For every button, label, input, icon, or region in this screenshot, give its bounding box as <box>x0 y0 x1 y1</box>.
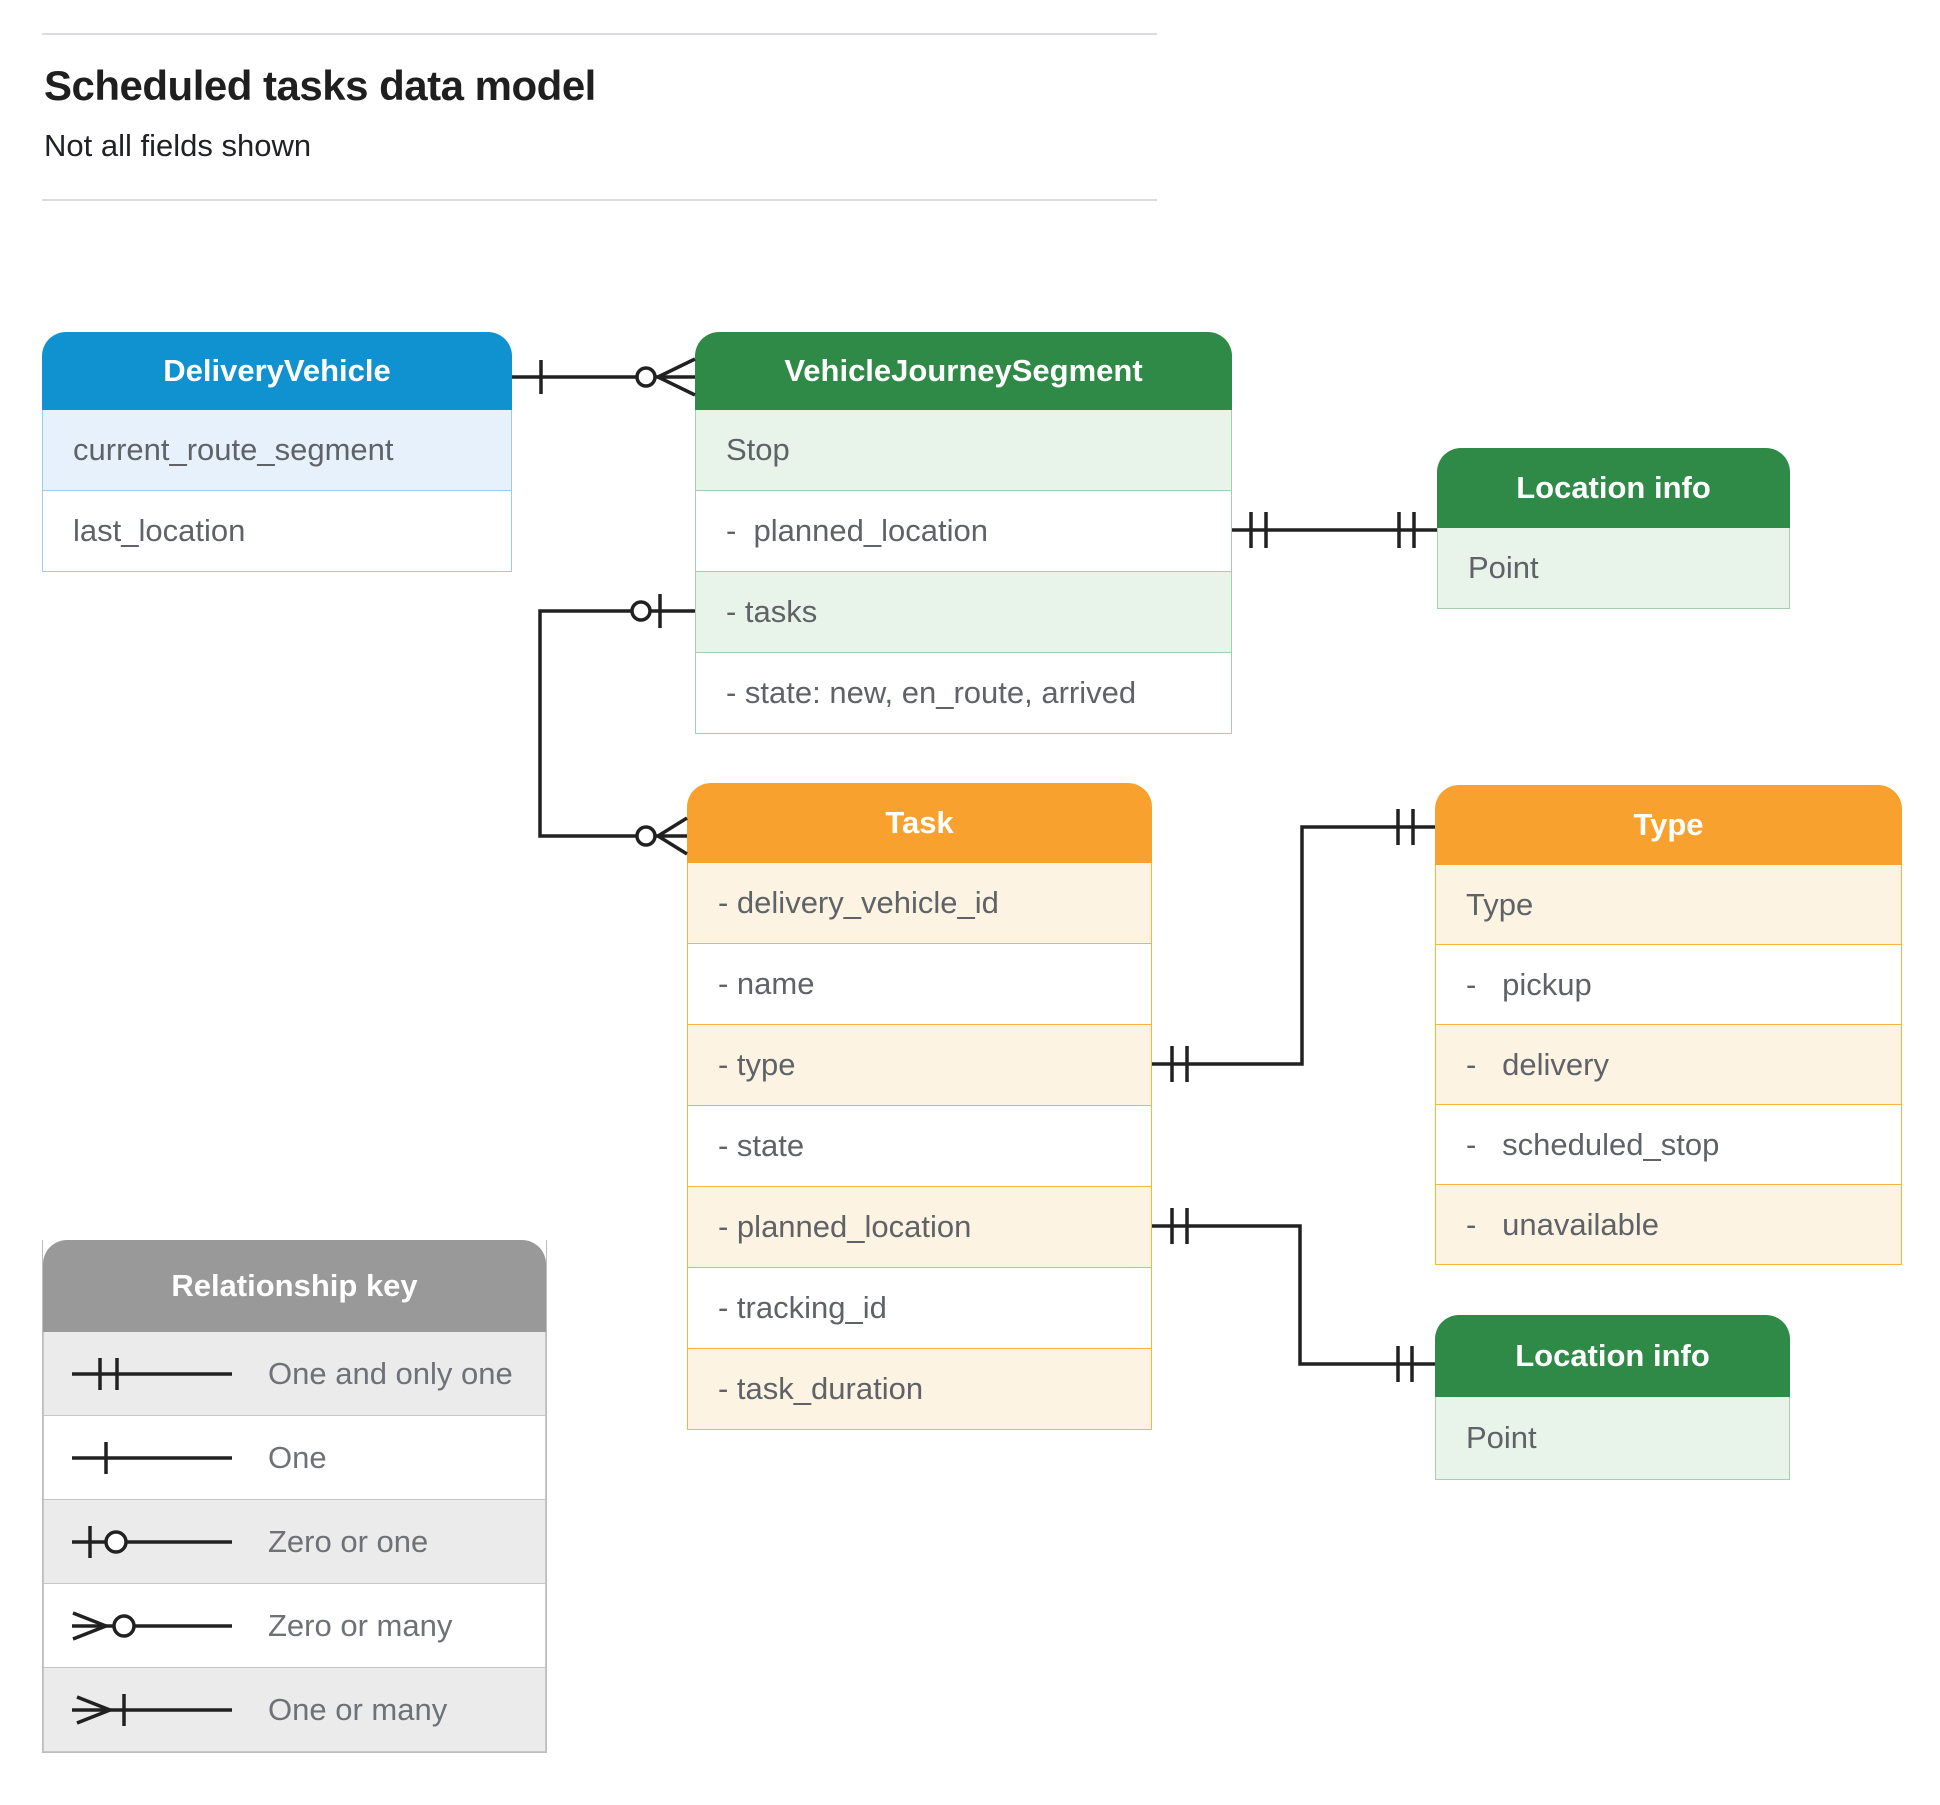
field-scheduled-stop: - scheduled_stop <box>1435 1105 1902 1185</box>
legend-item-one: One <box>43 1416 546 1500</box>
field-point-bottom: Point <box>1435 1397 1790 1480</box>
table-vehicle-journey-segment-title: VehicleJourneySegment <box>695 332 1232 410</box>
top-divider <box>42 33 1157 35</box>
legend-item-zero-or-one: Zero or one <box>43 1500 546 1584</box>
relationship-key: Relationship key One and only one One Ze… <box>42 1240 547 1753</box>
table-location-info-bottom-title: Location info <box>1435 1315 1790 1397</box>
connector-type-type-table <box>1152 809 1435 1082</box>
field-task-duration: - task_duration <box>687 1349 1152 1430</box>
relationship-key-title: Relationship key <box>43 1240 546 1332</box>
connector-tasks-task <box>538 594 695 856</box>
table-location-info-top-title: Location info <box>1437 448 1790 528</box>
connector-deliveryvehicle-vehiclejourneysegment <box>512 357 696 397</box>
legend-label: One and only one <box>268 1355 513 1391</box>
field-delivery-vehicle-id: - delivery_vehicle_id <box>687 863 1152 944</box>
legend-item-one-or-many: One or many <box>43 1668 546 1752</box>
one-or-many-symbol <box>72 1693 232 1726</box>
legend-label: Zero or one <box>268 1523 429 1559</box>
legend-label: Zero or many <box>268 1607 453 1643</box>
connector-plannedlocation-locationinfo-top <box>1232 512 1437 548</box>
field-name: - name <box>687 944 1152 1025</box>
field-task-planned-location: - planned_location <box>687 1187 1152 1268</box>
field-tracking-id: - tracking_id <box>687 1268 1152 1349</box>
one-and-only-one-symbol <box>72 1357 232 1390</box>
table-delivery-vehicle-title: DeliveryVehicle <box>42 332 512 410</box>
title-divider <box>42 199 1157 201</box>
field-type-type: Type <box>1435 865 1902 945</box>
page-title: Scheduled tasks data model <box>44 62 596 109</box>
legend-label: One or many <box>268 1691 448 1727</box>
table-task-title: Task <box>687 783 1152 863</box>
one-symbol <box>72 1441 232 1474</box>
table-task: Task - delivery_vehicle_id - name - type… <box>687 783 1152 1430</box>
field-unavailable: - unavailable <box>1435 1185 1902 1265</box>
field-last-location: last_location <box>42 491 512 572</box>
table-delivery-vehicle: DeliveryVehicle current_route_segment la… <box>42 332 512 572</box>
legend-item-one-and-only-one: One and only one <box>43 1332 546 1416</box>
page-subtitle: Not all fields shown <box>44 128 312 163</box>
field-delivery: - delivery <box>1435 1025 1902 1105</box>
field-vjs-state: - state: new, en_route, arrived <box>695 653 1232 734</box>
field-tasks: - tasks <box>695 572 1232 653</box>
zero-or-many-symbol <box>72 1610 232 1641</box>
field-vjs-planned-location: - planned_location <box>695 491 1232 572</box>
table-location-info-bottom: Location info Point <box>1435 1315 1790 1480</box>
field-point-top: Point <box>1437 528 1790 609</box>
field-state: - state <box>687 1106 1152 1187</box>
table-vehicle-journey-segment: VehicleJourneySegment Stop - planned_loc… <box>695 332 1232 734</box>
legend-item-zero-or-many: Zero or many <box>43 1584 546 1668</box>
table-location-info-top: Location info Point <box>1437 448 1790 609</box>
field-pickup: - pickup <box>1435 945 1902 1025</box>
field-type: - type <box>687 1025 1152 1106</box>
field-current-route-segment: current_route_segment <box>42 410 512 491</box>
table-type-title: Type <box>1435 785 1902 865</box>
zero-or-one-symbol <box>72 1525 232 1558</box>
field-stop: Stop <box>695 410 1232 491</box>
connector-plannedlocation-locationinfo-bottom <box>1152 1208 1435 1382</box>
legend-label: One <box>268 1439 327 1475</box>
table-type: Type Type - pickup - delivery - schedule… <box>1435 785 1902 1265</box>
